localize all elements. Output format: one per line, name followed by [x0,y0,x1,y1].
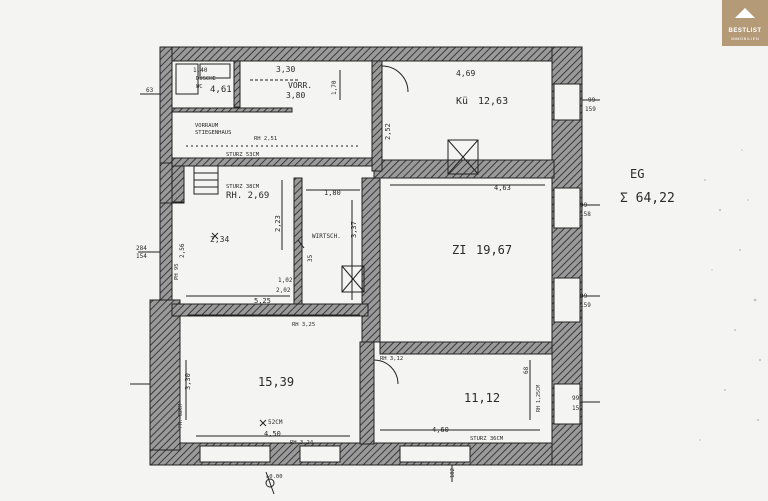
dim-159-b: 159 [580,302,591,309]
bottom-left-sturz: 52CM [268,419,283,426]
vorraum-width: 3,30 [276,65,295,74]
bottom-left-area: 15,39 [258,375,294,389]
vorraum-area: 3,80 [286,91,305,100]
dim-102: 1,02 [278,277,293,284]
zimmer-label: ZI [452,243,466,257]
dim-99-c: 99 [580,293,588,300]
wirtschaft-height: 3,37 [350,221,358,238]
dim-170: 1,70 [331,80,338,95]
small-room-sturz: STURZ 38CM [226,184,260,190]
logo-subtitle: IMMOBILIEN [730,36,760,41]
bottom-right-width: 4,60 [432,426,449,434]
small-room-width: 5,25 [254,297,271,305]
ph-95: PH 95 [174,263,180,280]
wirtschaft-label: WIRTSCH. [312,233,341,240]
fh-82: FH. 82CM [178,404,184,428]
zimmer-area: 19,67 [476,243,512,257]
floor-total: Σ 64,22 [620,191,675,206]
bottom-right-sturz: STURZ 36CM [470,436,504,442]
dusche-area: 4,61 [210,85,232,95]
scan-noise [699,149,762,441]
bottom-windows [199,445,471,463]
right-windows [553,83,581,425]
dim-99-b: 99 [580,202,588,209]
plan-linework [130,63,600,495]
dim-158: 158 [580,211,591,218]
dim-284: 284 [136,245,147,252]
vorraum-label: VORR. [288,81,312,90]
dim-68: 68 [523,366,530,374]
bottom-left-width: 4,50 [264,430,281,438]
stiegenhaus-rh: RH 2,51 [254,136,277,142]
bottom-left-height: 3,30 [184,373,192,390]
wirtschaft-width: 1,80 [324,189,341,197]
house-icon [735,8,755,18]
level-000: ±0.00 [266,474,283,480]
small-room-rh: RH. 2,69 [226,191,269,201]
interior-walls [171,60,555,445]
dim-256: 2,56 [179,243,186,258]
floor-summary: EG Σ 64,22 [620,167,675,206]
sturz-53: STURZ 53CM [226,152,260,158]
bottom-right-rh: RH 3,12 [380,356,403,362]
brand-logo: BESTLIST IMMOBILIEN [722,0,768,46]
dim-154: 154 [136,253,147,260]
zimmer-width: 4,63 [494,184,511,192]
dusche-width: 1.40 [193,67,208,74]
dim-35: 35 [307,254,314,262]
dim-63: 63 [146,87,154,94]
logo-name: BESTLIST [728,28,762,34]
dim-99-d: 99 [572,395,580,402]
stiegenhaus-line2: STIEGENHAUS [195,130,231,136]
dim-159-c: 159 [572,405,583,412]
floor-label: EG [630,167,644,181]
rh-125: RH 1,25CM [536,385,542,412]
dim-252: 2,52 [384,123,392,140]
stiegenhaus-line1: VORRAUM [195,123,219,129]
dim-202: 2,02 [276,287,291,294]
wc-label: WC [196,84,203,90]
kueche-area: 12,63 [478,96,508,107]
exterior-dimensions: 99 159 99 158 99 159 99 159 284 154 63 ±… [136,87,596,480]
dim-159-a: 159 [585,106,596,113]
dusche-label: DUSCHE [196,76,216,82]
dim-182: 182 [450,468,456,478]
bottom-left-rh: RH 3,25 [292,322,315,328]
dim-99-a: 99 [588,97,596,104]
bottom-right-area: 11,12 [464,391,500,405]
small-room-area: 2,34 [210,235,229,244]
kueche-label: Kü [456,96,468,107]
small-room-height: 2,23 [274,215,282,232]
kueche-width: 4,69 [456,69,475,78]
rh-324: RH 3,24 [290,440,314,446]
room-labels: 1.40 DUSCHE WC 4,61 3,30 VORR. 3,80 1,70… [174,65,542,446]
